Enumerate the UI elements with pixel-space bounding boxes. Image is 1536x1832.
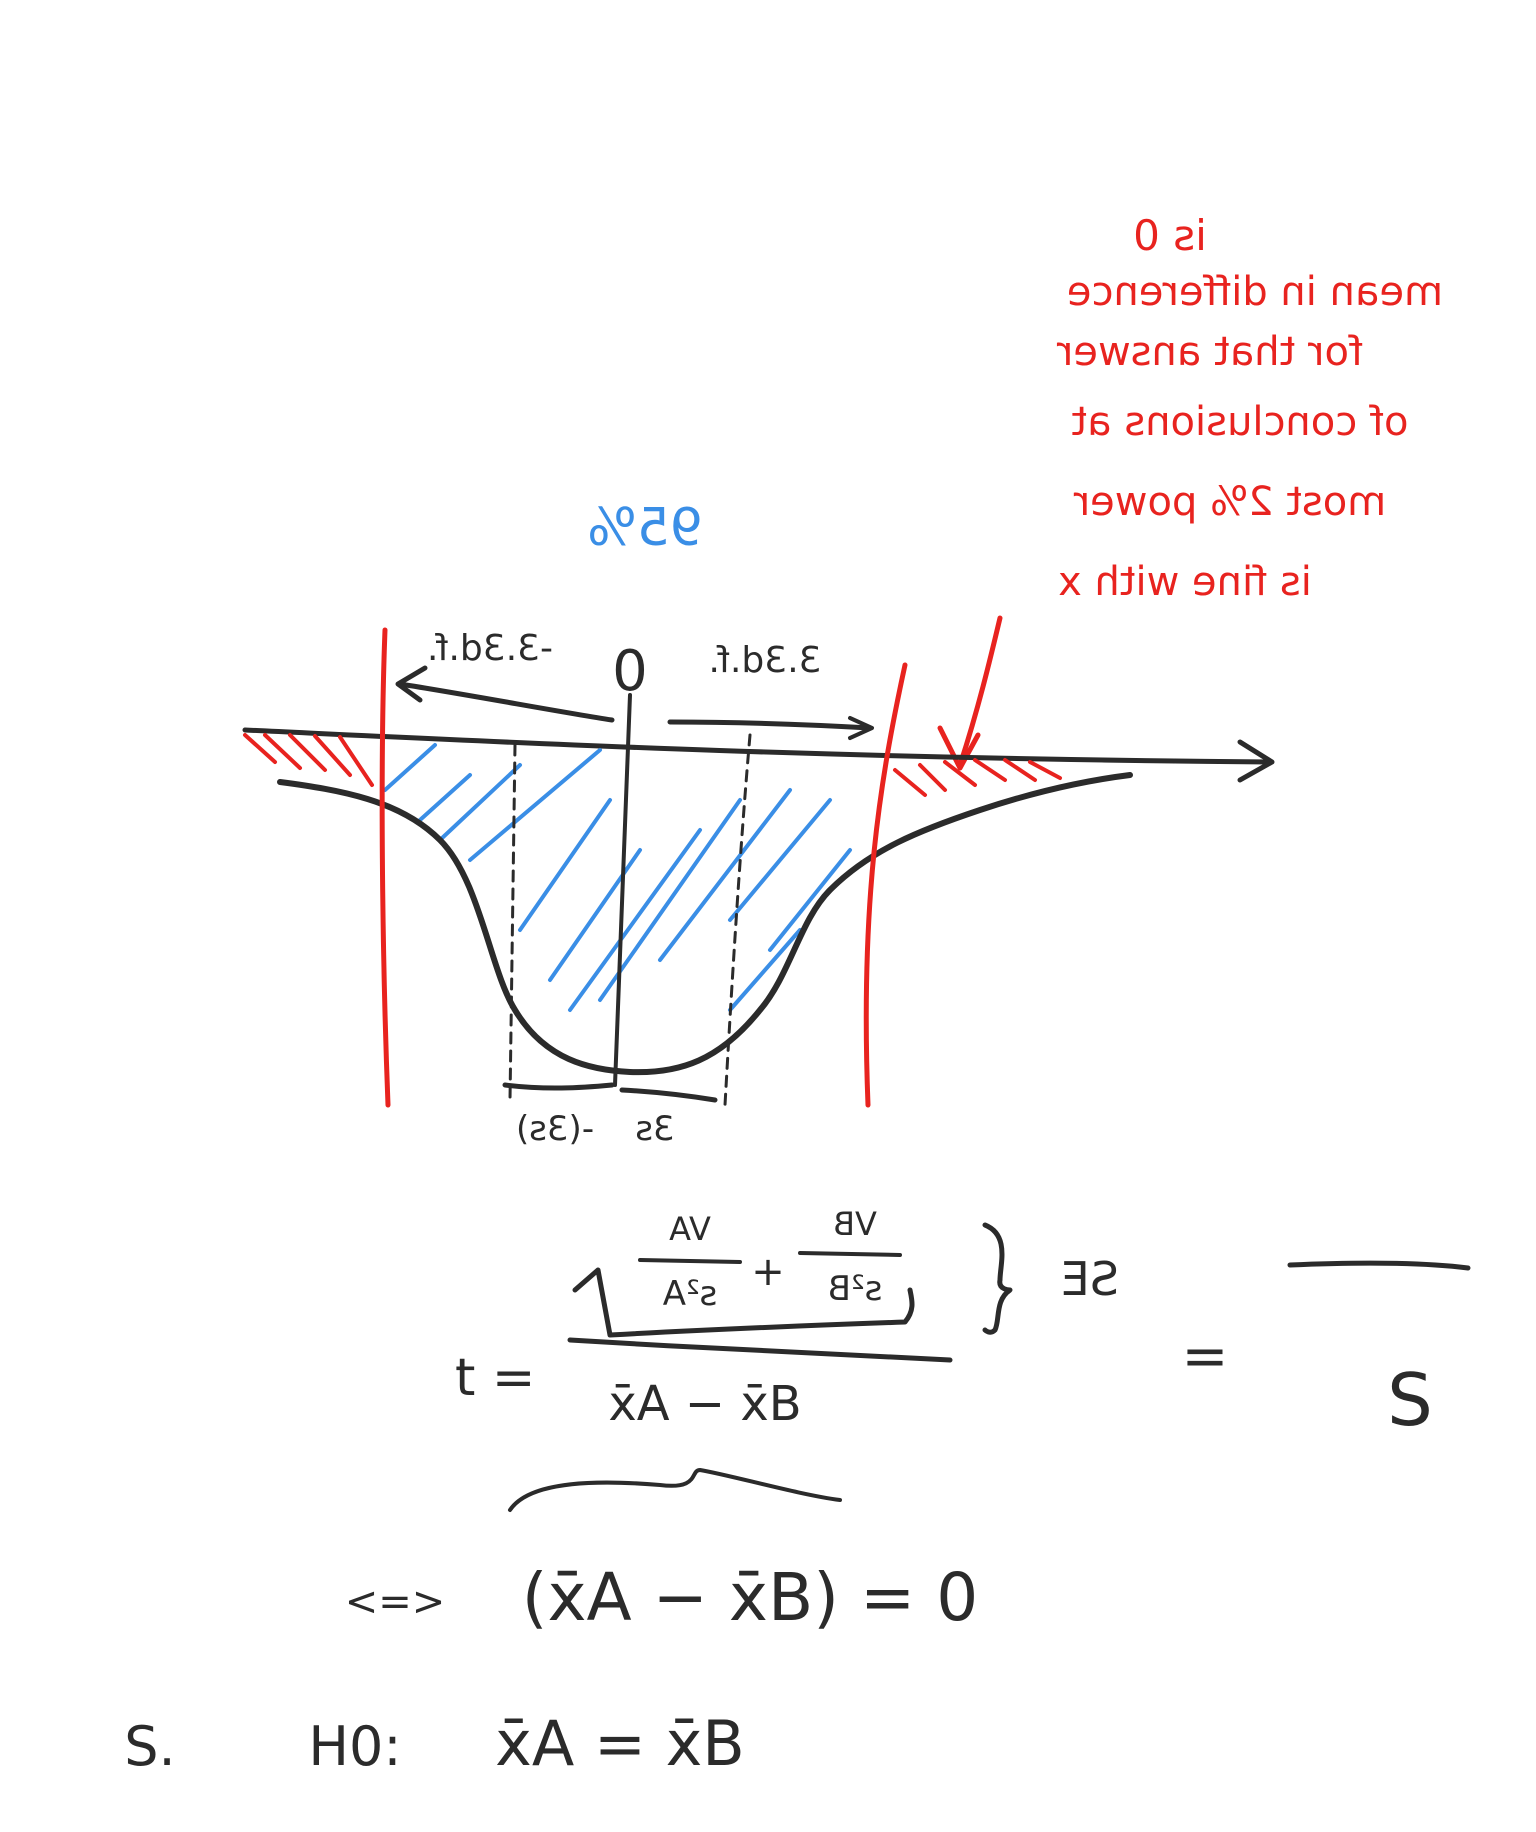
red-tail-hatching — [243, 733, 1062, 797]
hypothesis-expression: x̄A = x̄B — [495, 1707, 745, 1780]
right-bracket-arrow — [667, 719, 873, 731]
right-dashed-line — [723, 733, 752, 1107]
left-critical-line — [379, 627, 391, 1108]
formula-numerator: x̄A − x̄B — [608, 1376, 801, 1432]
bottom-right-label: 3s — [635, 1109, 674, 1149]
equivalence-arrow: <=> — [345, 1579, 446, 1625]
density-curve — [277, 772, 1133, 1076]
hypothesis-line: S. H0: x̄A = x̄B — [124, 1707, 745, 1780]
x-axis — [242, 727, 1273, 765]
right-bracket-arrowhead — [848, 716, 874, 740]
numerator-underbrace — [508, 1468, 842, 1512]
term1-bar — [638, 1258, 742, 1264]
blue-95-label: 95% — [587, 498, 703, 558]
right-critical-line — [863, 662, 908, 1108]
plus-sign: + — [751, 1249, 785, 1295]
hypothesis-prefix: S. — [124, 1715, 175, 1778]
left-bracket-arrow — [397, 681, 615, 723]
formula-fraction-bar — [567, 1337, 953, 1363]
red-note-line-2: mean in difference — [1067, 269, 1443, 315]
rhs-denominator: S — [1387, 1358, 1433, 1442]
red-arrowhead — [937, 725, 981, 771]
right-bracket-label: 3.3d.f. — [708, 640, 821, 681]
term2-bar — [798, 1251, 902, 1257]
x-axis-arrowhead — [1237, 739, 1275, 783]
term2-num: VB — [833, 1205, 877, 1243]
left-bracket-arrowhead — [395, 665, 428, 703]
formula-equals: = — [1182, 1324, 1229, 1389]
term2-den: s²B — [828, 1269, 883, 1309]
center-line — [613, 693, 632, 1087]
sqrt-symbol — [572, 1267, 915, 1338]
se-brace — [982, 1222, 1013, 1335]
red-note-line-1: is 0 — [1133, 211, 1207, 260]
rhs-fraction-bar — [1287, 1260, 1471, 1271]
bottom-left-label: -(3s) — [516, 1109, 594, 1149]
term1-num: VA — [669, 1210, 711, 1248]
blue-central-hatching — [383, 743, 852, 1012]
bottom-left-bracket — [502, 1082, 615, 1091]
red-note-line-6: is fine with x — [1058, 559, 1312, 605]
red-note-line-3: for that answer — [1056, 329, 1363, 375]
red-note: is 0 mean in difference for that answer … — [937, 211, 1443, 771]
red-note-line-4: of conclusions at — [1071, 399, 1408, 445]
left-dashed-line — [508, 743, 517, 1102]
red-note-line-5: most 2% power — [1073, 479, 1386, 525]
equivalence-line: <=> (x̄A − x̄B) = 0 — [345, 1559, 979, 1636]
left-bracket-label: -3.3d.f. — [427, 628, 553, 669]
red-pointer-arrow — [957, 615, 1003, 768]
term1-den: s²A — [663, 1274, 718, 1314]
bottom-right-bracket — [619, 1087, 718, 1103]
equivalence-expression: (x̄A − x̄B) = 0 — [522, 1559, 979, 1636]
t-formula: t = VA s²A + VB s²B SE x̄A − x̄B = S — [455, 1205, 1471, 1512]
formula-lhs: t = — [455, 1348, 536, 1408]
se-label: SE — [1061, 1252, 1119, 1306]
hypothesis-label: H0: — [308, 1715, 401, 1778]
